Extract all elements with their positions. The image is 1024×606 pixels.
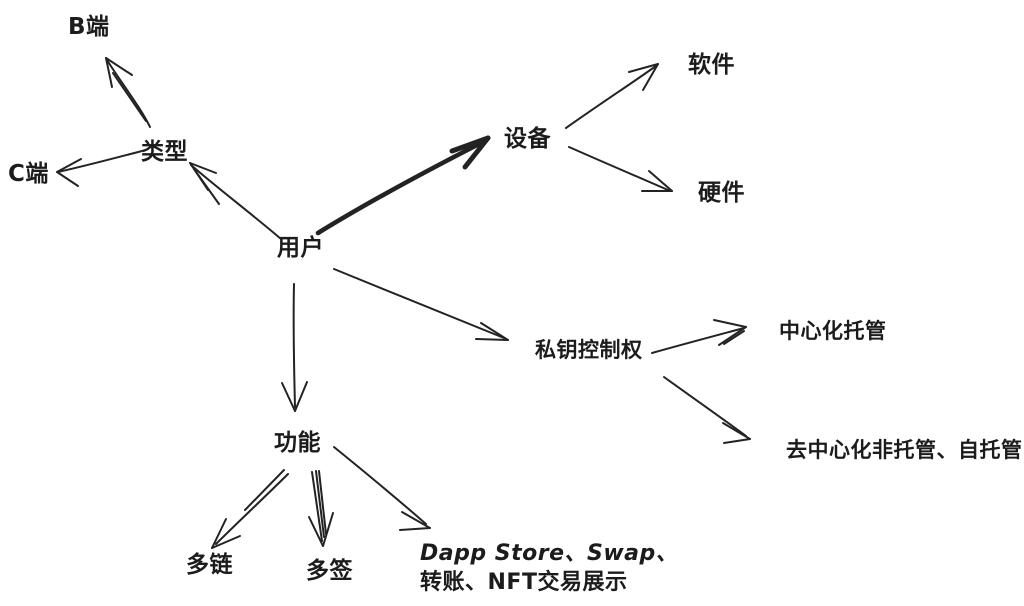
node-multichain: 多链 bbox=[186, 552, 233, 578]
node-c-side: C端 bbox=[8, 161, 49, 187]
node-dapp-features-line2: 转账、NFT交易展示 bbox=[420, 569, 628, 595]
edge-type-to-c-arrow bbox=[56, 150, 143, 187]
node-type: 类型 bbox=[141, 139, 188, 165]
node-hardware: 硬件 bbox=[698, 180, 745, 206]
edge-user-to-function-arrow bbox=[281, 283, 308, 412]
node-centralized: 中心化托管 bbox=[779, 319, 887, 343]
edge-type-to-b-arrow bbox=[105, 57, 151, 128]
edge-function-to-dapp-arrow bbox=[333, 446, 431, 531]
edge-privatekey-to-decentralized-arrow bbox=[663, 376, 751, 444]
node-private-key: 私钥控制权 bbox=[535, 338, 643, 362]
node-multisig: 多签 bbox=[306, 558, 353, 584]
node-b-side: B端 bbox=[68, 14, 110, 40]
edge-user-to-privatekey-arrow bbox=[333, 268, 509, 341]
edge-privatekey-to-centralized-arrow bbox=[651, 319, 747, 354]
edge-function-to-multisig-arrow bbox=[308, 470, 334, 547]
node-decentralized: 去中心化非托管、自托管 bbox=[786, 438, 1023, 462]
node-function: 功能 bbox=[274, 430, 321, 456]
edge-function-to-multichain-arrow bbox=[211, 469, 289, 549]
node-software: 软件 bbox=[688, 52, 735, 78]
edge-device-to-software-arrow bbox=[565, 63, 659, 129]
edge-user-to-type-arrow bbox=[189, 162, 282, 240]
node-device: 设备 bbox=[504, 126, 551, 152]
node-dapp-features: Dapp Store、Swap、 转账、NFT交易展示 bbox=[420, 540, 678, 597]
edge-device-to-hardware-arrow bbox=[568, 146, 673, 192]
node-user: 用户 bbox=[277, 235, 324, 261]
node-dapp-features-line1: Dapp Store、Swap、 bbox=[420, 541, 679, 566]
edge-user-to-device-arrow bbox=[315, 135, 491, 236]
